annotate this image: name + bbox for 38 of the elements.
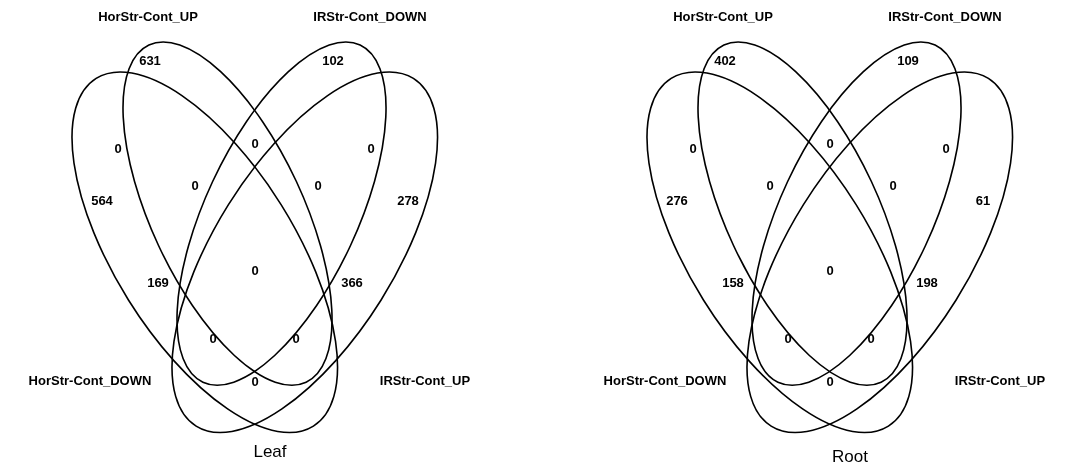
region-count: 402 [714, 52, 736, 68]
region-count: 631 [139, 52, 161, 68]
region-count: 278 [397, 192, 419, 208]
set-name: IRStr-Cont_DOWN [888, 8, 1002, 24]
region-count: 0 [889, 177, 897, 193]
region-count: 0 [314, 177, 322, 193]
region-count: 0 [367, 140, 375, 156]
region-count: 158 [722, 274, 744, 290]
panel-title: Root [832, 447, 868, 467]
region-count: 0 [292, 330, 300, 346]
region-count: 109 [897, 52, 919, 68]
set-name: IRStr-Cont_UP [954, 372, 1046, 388]
set-name: IRStr-Cont_UP [379, 372, 471, 388]
region-count: 366 [341, 274, 363, 290]
region-count: 102 [322, 52, 344, 68]
region-count: 169 [147, 274, 169, 290]
set-name: HorStr-Cont_DOWN [603, 372, 727, 388]
set-name: HorStr-Cont_UP [673, 8, 773, 24]
set-name: HorStr-Cont_UP [98, 8, 198, 24]
region-count: 0 [826, 262, 834, 278]
panel-title: Leaf [253, 442, 287, 462]
region-count: 564 [91, 192, 113, 208]
region-count: 0 [191, 177, 199, 193]
region-count: 0 [251, 262, 259, 278]
region-count: 198 [916, 274, 938, 290]
set-name: IRStr-Cont_DOWN [313, 8, 427, 24]
region-count: 0 [766, 177, 774, 193]
region-count: 61 [975, 192, 991, 208]
set-name: HorStr-Cont_DOWN [28, 372, 152, 388]
region-count: 0 [251, 135, 259, 151]
region-count: 0 [826, 135, 834, 151]
region-count: 0 [867, 330, 875, 346]
region-count: 0 [826, 373, 834, 389]
region-count: 0 [114, 140, 122, 156]
region-count: 0 [942, 140, 950, 156]
region-count: 276 [666, 192, 688, 208]
region-count: 0 [251, 373, 259, 389]
region-count: 0 [689, 140, 697, 156]
